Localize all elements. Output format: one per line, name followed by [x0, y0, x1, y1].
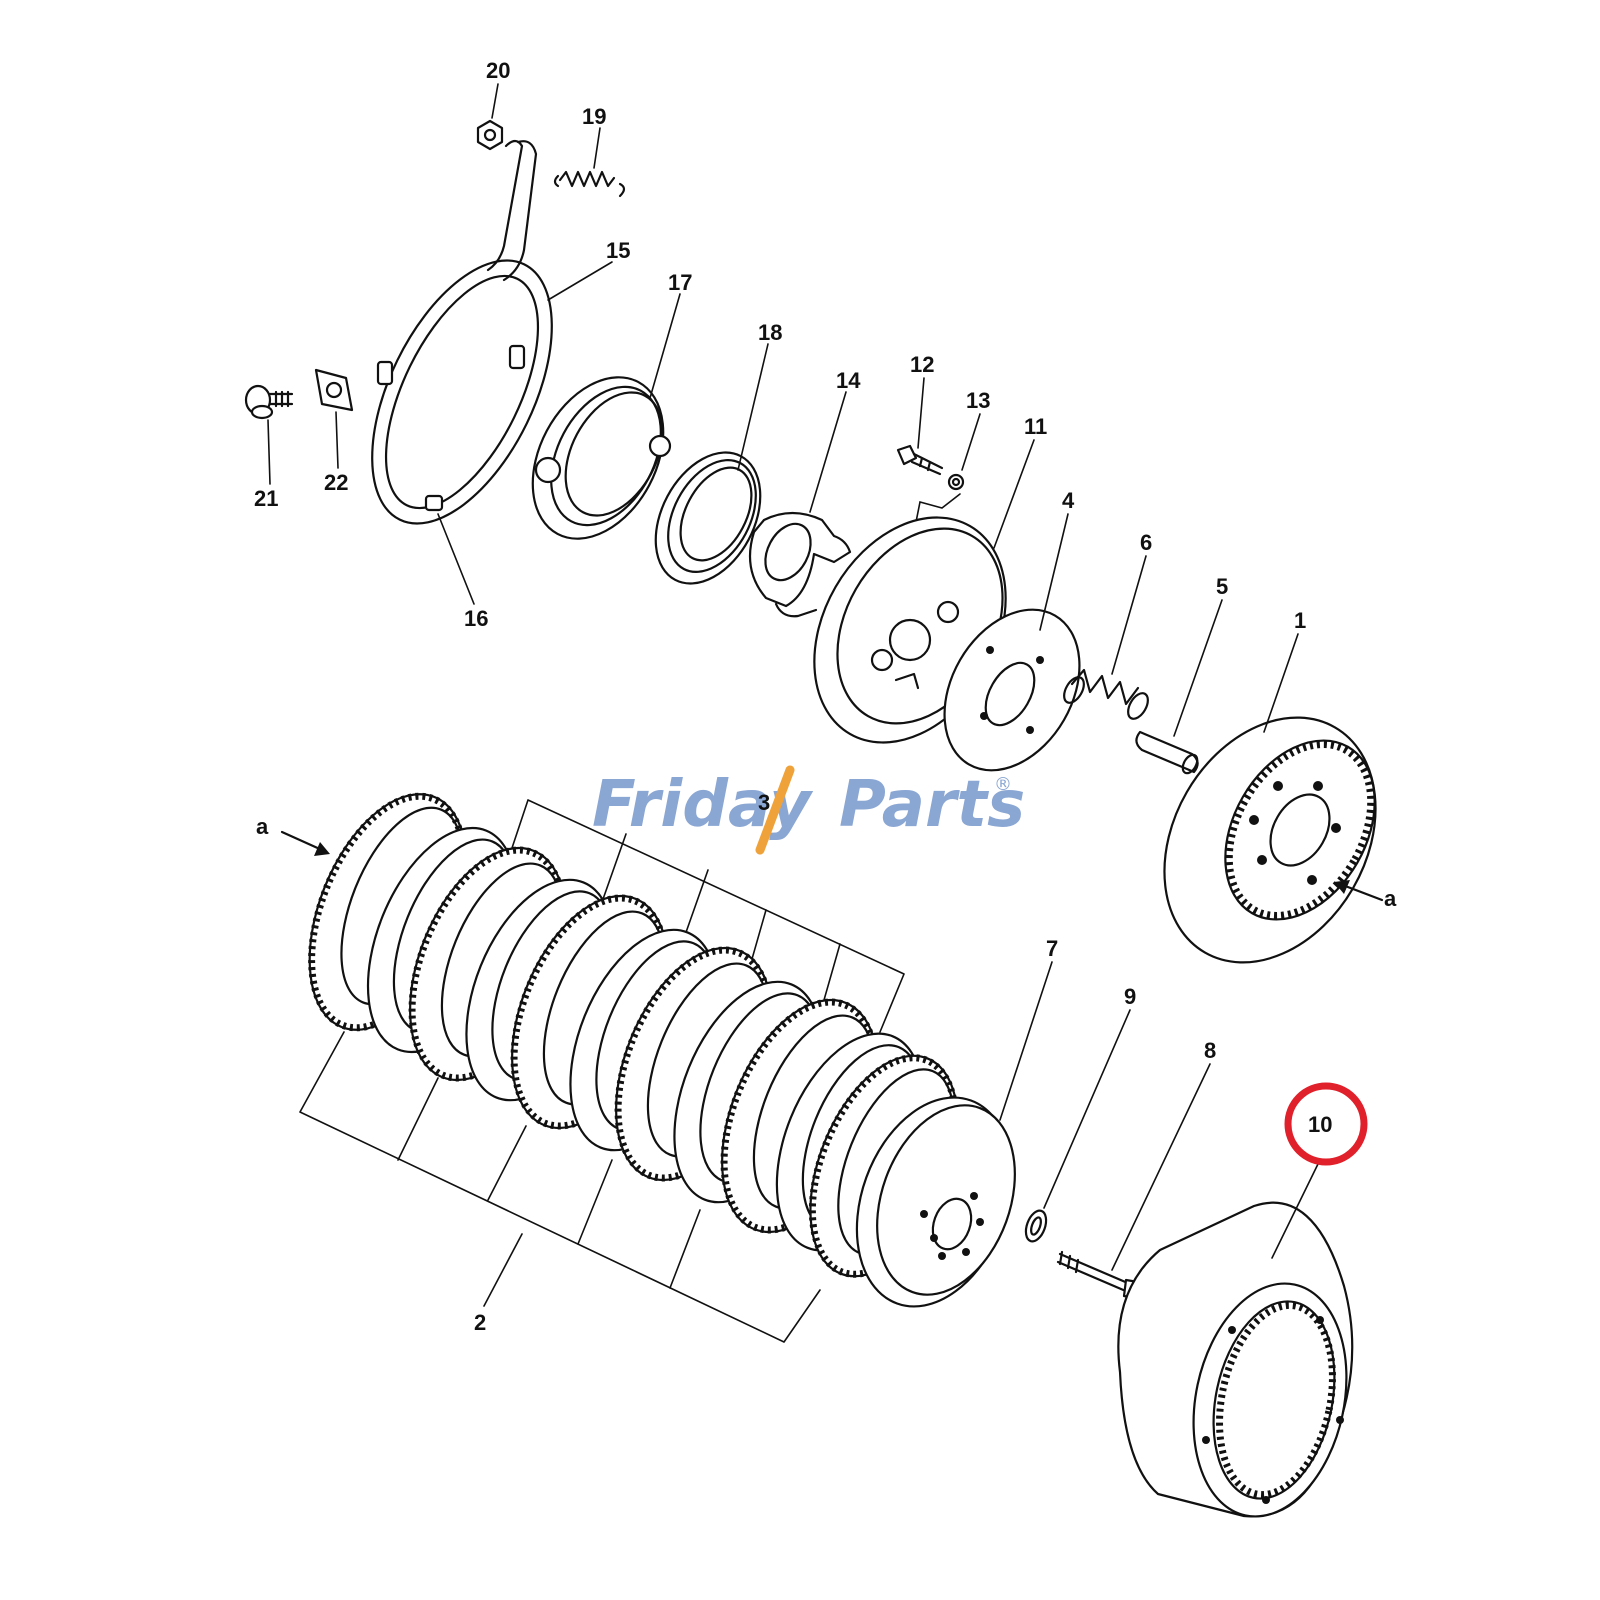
- part-14-release-cam: [748, 511, 852, 618]
- label-8: 8: [1204, 1038, 1216, 1063]
- brand-registered-mark: ®: [994, 774, 1012, 795]
- lubrication-arrow-left: [280, 830, 330, 856]
- label-17: 17: [668, 270, 692, 295]
- part-22-lock-plate: [314, 368, 354, 412]
- label-22: 22: [324, 470, 348, 495]
- label-14: 14: [836, 368, 861, 393]
- part-1-clutch-hub: [1163, 716, 1377, 964]
- label-5: 5: [1216, 574, 1228, 599]
- label-13: 13: [966, 388, 990, 413]
- label-3: 3: [758, 790, 770, 815]
- part-7-pressure-disc: [855, 1096, 1016, 1308]
- part-20-nut: [476, 119, 504, 151]
- label-18: 18: [758, 320, 782, 345]
- label-19: 19: [582, 104, 606, 129]
- label-1: 1: [1294, 608, 1306, 633]
- label-7: 7: [1046, 936, 1058, 961]
- label-20: 20: [486, 58, 510, 83]
- label-15: 15: [606, 238, 630, 263]
- part-10-clutch-drum: [1117, 1201, 1354, 1518]
- brand-parts: Parts: [839, 768, 1025, 842]
- label-11: 11: [1024, 414, 1047, 439]
- label-12: 12: [910, 352, 934, 377]
- label-2: 2: [474, 1310, 486, 1335]
- part-13-washer: [947, 473, 965, 491]
- highlight-circle: [1284, 1082, 1368, 1166]
- lubrication-arrow-right: [1334, 880, 1384, 902]
- label-10: 10: [1308, 1112, 1332, 1137]
- part-6-spring: [1063, 668, 1149, 720]
- label-a-left: a: [256, 814, 269, 839]
- label-16: 16: [464, 606, 488, 631]
- label-a-right: a: [1384, 886, 1397, 911]
- part-5-pin: [1135, 730, 1199, 775]
- part-12-bolt: [896, 444, 944, 476]
- label-21: 21: [254, 486, 278, 511]
- part-4-plate: [943, 608, 1081, 772]
- brand-slash-icon: [755, 765, 795, 855]
- part-8-bolt: [1056, 1250, 1140, 1300]
- label-6: 6: [1140, 530, 1152, 555]
- part-15-brake-band: [371, 139, 553, 525]
- label-4: 4: [1062, 488, 1075, 513]
- part-19-spring: [553, 170, 626, 198]
- part-labels: 20 19 15 17 18 14 12 13 11 4 6 5 1 21 22…: [254, 58, 1397, 1335]
- part-21-bolt: [244, 384, 294, 420]
- label-9: 9: [1124, 984, 1136, 1009]
- part-9-circlip: [1024, 1209, 1048, 1243]
- part-17-brake-shoe: [531, 376, 672, 540]
